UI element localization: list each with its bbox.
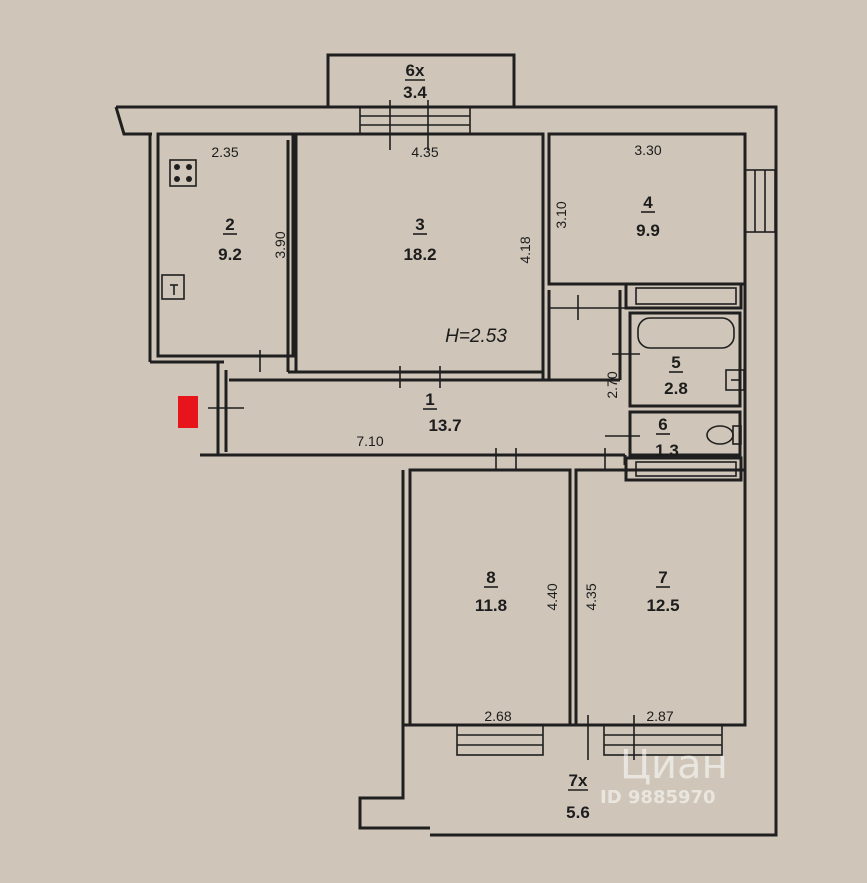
room-3-area: 18.2 xyxy=(403,245,436,264)
room4-depth-dim: 3.10 xyxy=(553,201,569,228)
room-6x-number: 6x xyxy=(406,61,425,80)
room-3-number: 3 xyxy=(415,215,424,234)
door-marks xyxy=(208,100,640,760)
stove-icon xyxy=(169,159,197,187)
room-8-area: 11.8 xyxy=(475,596,507,615)
room3-depth-dim: 4.18 xyxy=(517,236,533,263)
washbasin-icon xyxy=(725,369,745,391)
room-2-area: 9.2 xyxy=(218,245,242,264)
room-1-area: 13.7 xyxy=(428,416,461,435)
room-6-number: 6 xyxy=(658,415,667,434)
ceiling-height-label: H=2.53 xyxy=(445,326,507,347)
room3-width-dim: 4.35 xyxy=(411,144,438,160)
room-6-area: 1.3 xyxy=(655,441,679,460)
windows xyxy=(359,106,776,756)
toilet-icon xyxy=(706,425,742,445)
watermark: Циан ID 9885970 xyxy=(600,742,728,808)
room8-depth-dim: 4.40 xyxy=(544,583,560,610)
room-7-number: 7 xyxy=(658,568,667,587)
room2-depth-dim: 3.90 xyxy=(272,231,288,258)
hall-length-dim: 7.10 xyxy=(356,433,383,449)
entrance-marker xyxy=(178,396,198,428)
room-8-number: 8 xyxy=(486,568,495,587)
bathtub-icon xyxy=(637,317,735,349)
room-1-number: 1 xyxy=(425,390,434,409)
dimension-labels: 2.35 4.35 3.30 7.10 2.68 2.87 3.90 4.18 … xyxy=(211,142,673,724)
watermark-id: ID 9885970 xyxy=(600,787,716,808)
room4-width-dim: 3.30 xyxy=(634,142,661,158)
room7-depth-dim: 4.35 xyxy=(583,583,599,610)
room-7x-area: 5.6 xyxy=(566,803,590,822)
room-4-number: 4 xyxy=(643,193,653,212)
bath-depth-dim: 2.70 xyxy=(604,371,620,398)
room-5-area: 2.8 xyxy=(664,379,688,398)
watermark-brand: Циан xyxy=(620,742,728,788)
room-5-number: 5 xyxy=(671,353,680,372)
room2-width-dim: 2.35 xyxy=(211,144,238,160)
room-labels: 6x 3.4 2 9.2 3 18.2 4 9.9 5 2.8 6 1.3 1 … xyxy=(218,61,688,822)
room-4-area: 9.9 xyxy=(636,221,660,240)
room-7-area: 12.5 xyxy=(646,596,679,615)
room-7x-number: 7x xyxy=(569,771,588,790)
room-6x-area: 3.4 xyxy=(403,83,427,102)
room-2-number: 2 xyxy=(225,215,234,234)
sink-icon xyxy=(161,274,185,300)
room7-width-dim: 2.87 xyxy=(646,708,673,724)
interior-walls xyxy=(156,132,747,727)
room8-width-dim: 2.68 xyxy=(484,708,511,724)
